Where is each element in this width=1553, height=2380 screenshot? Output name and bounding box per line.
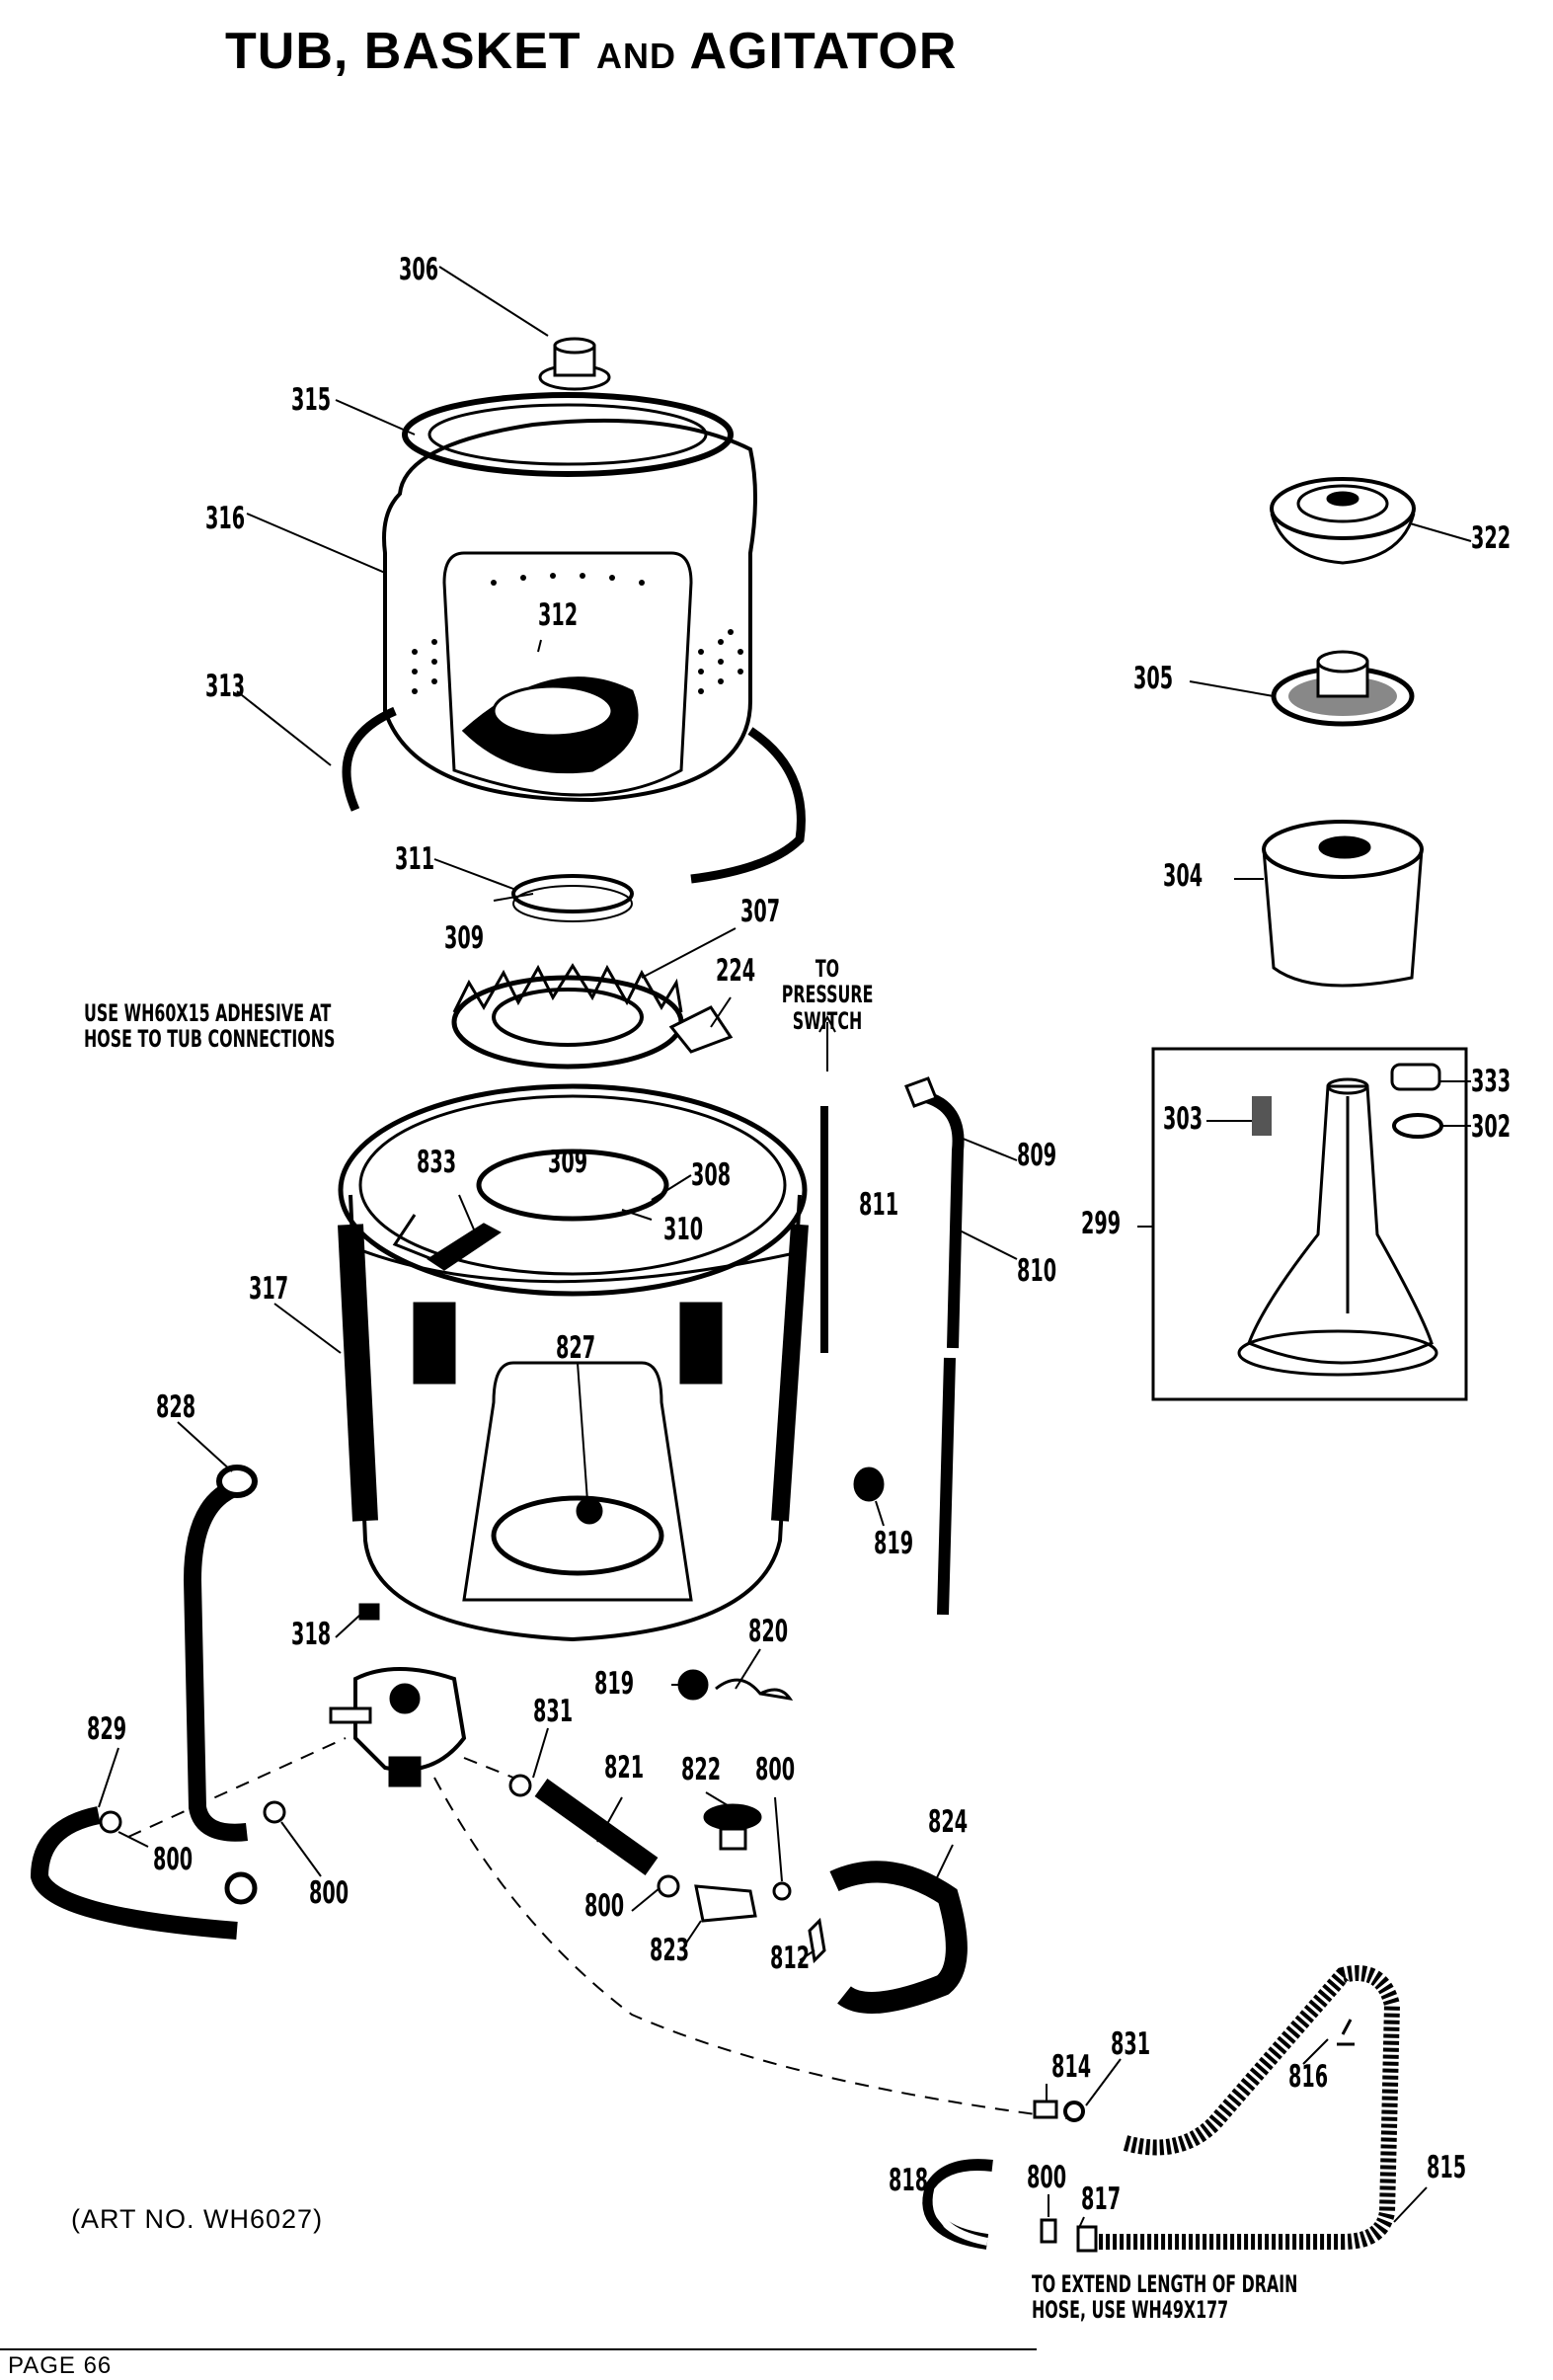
leader-lines <box>98 266 1472 2231</box>
part-label-812: 812 <box>770 1941 811 1976</box>
part-label-313: 313 <box>205 669 246 704</box>
title-part-and: AND <box>596 36 676 76</box>
adhesive-note-line-2: HOSE TO TUB CONNECTIONS <box>84 1025 336 1054</box>
part-label-809: 809 <box>1017 1138 1057 1173</box>
part-label-817: 817 <box>1081 2182 1122 2217</box>
connection-path-3 <box>463 1757 514 1779</box>
part-label-315: 315 <box>291 382 332 418</box>
part-label-831-lower: 831 <box>1111 2026 1151 2062</box>
recirculation-hose <box>534 1779 659 1875</box>
part-label-305: 305 <box>1133 661 1174 696</box>
part-label-829: 829 <box>87 1711 127 1747</box>
part-label-800-right: 800 <box>755 1752 796 1787</box>
title-part-a: TUB, BASKET <box>225 23 596 80</box>
part-label-820: 820 <box>748 1614 789 1649</box>
agitator-assembly-box <box>1151 1047 1468 1401</box>
part-label-818: 818 <box>889 2163 929 2198</box>
part-label-833: 833 <box>417 1145 457 1180</box>
outer-tub-drawing <box>338 1083 809 1642</box>
part-label-819-upper: 819 <box>874 1526 914 1561</box>
basket-drawing <box>382 392 757 803</box>
part-label-306: 306 <box>399 252 439 287</box>
basket-holes <box>412 573 743 694</box>
connection-path-2 <box>433 1777 1067 2119</box>
part-label-821: 821 <box>604 1750 645 1785</box>
part-label-318: 318 <box>291 1617 332 1652</box>
connection-path-1 <box>127 1737 347 1838</box>
part-label-800-middle: 800 <box>584 1888 625 1924</box>
part-label-831-upper: 831 <box>533 1694 574 1729</box>
part-label-299: 299 <box>1081 1206 1122 1241</box>
pressure-note-line-1: TO <box>815 955 840 983</box>
adhesive-note-line-1: USE WH60X15 ADHESIVE AT <box>84 999 332 1027</box>
drain-note-line-1: TO EXTEND LENGTH OF DRAIN <box>1032 2270 1298 2298</box>
pressure-note-line-2: PRESSURE <box>781 981 874 1009</box>
part-label-810: 810 <box>1017 1253 1057 1289</box>
part-label-317: 317 <box>249 1271 289 1307</box>
part-label-310: 310 <box>663 1212 704 1247</box>
art-number: (ART NO. WH6027) <box>71 2204 324 2234</box>
part-label-800-center: 800 <box>309 1875 349 1911</box>
page-number: PAGE 66 <box>8 2352 113 2379</box>
part-label-302: 302 <box>1471 1109 1512 1145</box>
title-part-b: AGITATOR <box>676 23 958 80</box>
drain-hose <box>1096 1965 1401 2250</box>
part-label-811: 811 <box>859 1187 899 1223</box>
pump-outlet-hose <box>30 1806 238 1940</box>
part-label-303: 303 <box>1163 1101 1204 1137</box>
fill-hose <box>921 1090 965 1616</box>
agitator <box>1237 1077 1438 1377</box>
part-label-823: 823 <box>650 1933 690 1968</box>
part-label-800-bottom: 800 <box>1027 2160 1067 2195</box>
part-label-309-upper: 309 <box>444 920 485 956</box>
part-label-304: 304 <box>1163 858 1204 894</box>
balance-ring-cap <box>538 337 611 391</box>
tub-drain-hose <box>183 1477 248 1842</box>
pressure-note-line-3: SWITCH <box>792 1006 863 1035</box>
part-label-828: 828 <box>156 1389 196 1425</box>
lint-filter <box>1271 650 1415 727</box>
part-label-822: 822 <box>681 1752 722 1787</box>
drain-pump <box>329 1667 467 1787</box>
footer-rule <box>0 2348 1037 2350</box>
heater-bracket <box>427 1223 502 1271</box>
part-label-814: 814 <box>1051 2049 1092 2085</box>
pressure-switch-note: TO PRESSURE SWITCH <box>781 955 874 1035</box>
part-label-824: 824 <box>928 1804 969 1840</box>
part-label-307: 307 <box>740 894 781 929</box>
part-label-308: 308 <box>691 1157 732 1193</box>
drain-note-line-2: HOSE, USE WH49X177 <box>1032 2296 1229 2325</box>
part-label-827: 827 <box>556 1330 596 1366</box>
tub-cover-strip <box>342 706 806 884</box>
filter-cap <box>703 1803 762 1851</box>
part-label-312: 312 <box>538 597 579 633</box>
agitator-cap <box>1270 477 1416 565</box>
part-label-224: 224 <box>716 953 756 989</box>
tee-connector <box>694 1884 757 1923</box>
hose-bend-inner <box>932 2171 993 2246</box>
part-label-816: 816 <box>1288 2059 1329 2095</box>
part-label-819-lower: 819 <box>594 1666 635 1702</box>
part-label-316: 316 <box>205 501 246 536</box>
part-label-333: 333 <box>1471 1064 1512 1099</box>
fabric-softener-dispenser <box>1262 820 1424 988</box>
bellows-seal <box>451 963 684 1070</box>
adhesive-note: USE WH60X15 ADHESIVE AT HOSE TO TUB CONN… <box>84 1000 335 1053</box>
part-label-800-left: 800 <box>153 1842 194 1877</box>
part-label-311: 311 <box>395 841 435 877</box>
part-label-322: 322 <box>1471 520 1512 556</box>
part-label-309-lower: 309 <box>548 1145 588 1180</box>
u-hose <box>829 1861 968 2014</box>
drain-extension-note: TO EXTEND LENGTH OF DRAIN HOSE, USE WH49… <box>1032 2271 1297 2324</box>
page-title: TUB, BASKET AND AGITATOR <box>225 22 957 81</box>
part-label-815: 815 <box>1427 2150 1467 2185</box>
